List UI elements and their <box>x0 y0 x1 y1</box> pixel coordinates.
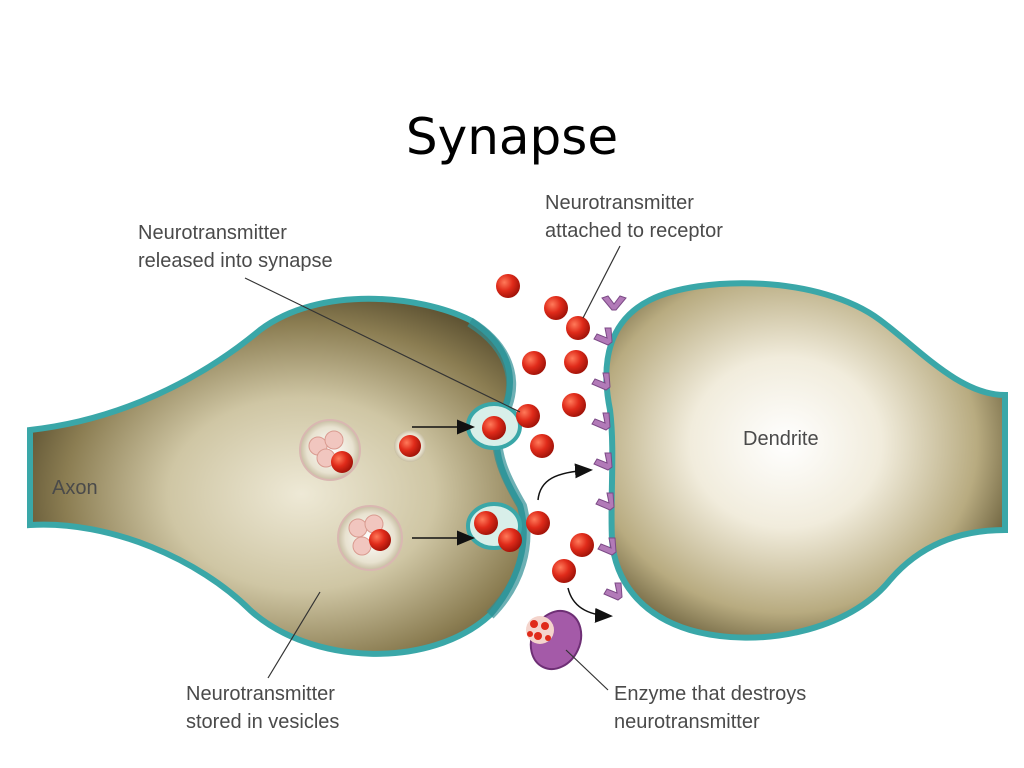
neurotransmitter-molecules <box>496 274 594 583</box>
label-line: Dendrite <box>743 428 819 450</box>
label-line: released into synapse <box>138 250 333 272</box>
label-line: stored in vesicles <box>186 711 340 733</box>
fusing-vesicle-upper <box>466 402 522 450</box>
label-line: attached to receptor <box>545 220 723 242</box>
label-line: Neurotransmitter <box>186 683 335 705</box>
label-axon: Axon <box>52 474 98 502</box>
label-released-into-synapse: Neurotransmitter released into synapse <box>138 219 333 275</box>
axon-membrane <box>467 317 531 619</box>
label-stored-in-vesicles: Neurotransmitter stored in vesicles <box>186 680 339 736</box>
label-line: Neurotransmitter <box>545 192 694 214</box>
label-line: Axon <box>52 477 98 499</box>
label-line: neurotransmitter <box>614 711 760 733</box>
enzyme <box>526 609 583 671</box>
axon-terminal <box>27 295 527 657</box>
slide-title: Synapse <box>405 108 619 166</box>
vesicle-cluster-lower <box>337 505 403 571</box>
dendrite <box>603 280 1008 641</box>
label-enzyme: Enzyme that destroys neurotransmitter <box>614 680 806 736</box>
vesicle-single <box>394 430 426 462</box>
label-dendrite: Dendrite <box>743 425 819 453</box>
receptors <box>591 295 627 601</box>
leader-lines <box>244 245 621 691</box>
label-line: Neurotransmitter <box>138 222 287 244</box>
process-arrows <box>412 419 613 623</box>
label-attached-to-receptor: Neurotransmitter attached to receptor <box>545 189 723 245</box>
vesicle-cluster-upper <box>299 419 361 481</box>
label-line: Enzyme that destroys <box>614 683 807 705</box>
fusing-vesicle-lower <box>466 502 522 552</box>
